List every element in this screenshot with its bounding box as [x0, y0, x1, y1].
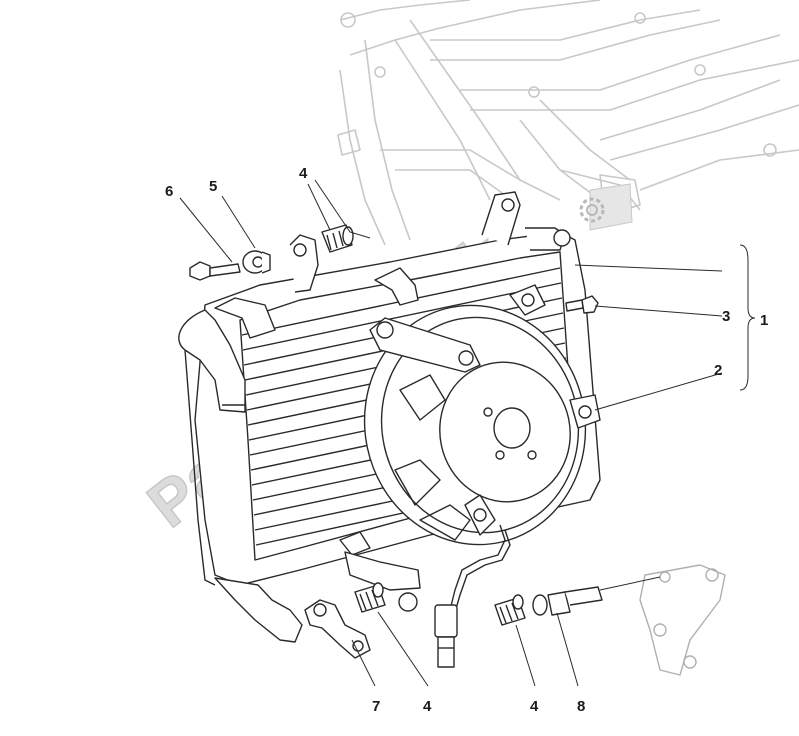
grommet-part-4-bottom-right [494, 594, 526, 626]
gear-icon [579, 183, 633, 231]
callout-4-top: 4 [299, 165, 308, 182]
callout-4-bottom-right: 4 [530, 698, 539, 715]
callout-8: 8 [577, 698, 585, 715]
leader-lines [179, 179, 756, 687]
callouts: 6 5 4 1 3 2 7 4 4 8 [165, 165, 768, 715]
stud-part-8 [532, 586, 603, 616]
callout-6: 6 [165, 183, 173, 200]
frame-outline [337, 0, 799, 246]
callout-7: 7 [372, 698, 380, 715]
grommet-part-4-bottom-left [354, 582, 386, 613]
callout-3: 3 [722, 308, 730, 325]
bolt-part-3 [565, 295, 599, 314]
washer-part-5 [242, 250, 271, 274]
bolt-part-6 [189, 261, 241, 281]
callout-5: 5 [209, 178, 217, 195]
callout-2: 2 [714, 362, 722, 379]
mounting-plate-outline [639, 564, 726, 676]
grommet-part-4-top [321, 224, 354, 253]
fan-assembly [363, 284, 601, 668]
hardware-parts [189, 224, 726, 676]
callout-4-bottom-left: 4 [423, 698, 432, 715]
callout-1: 1 [760, 312, 768, 329]
